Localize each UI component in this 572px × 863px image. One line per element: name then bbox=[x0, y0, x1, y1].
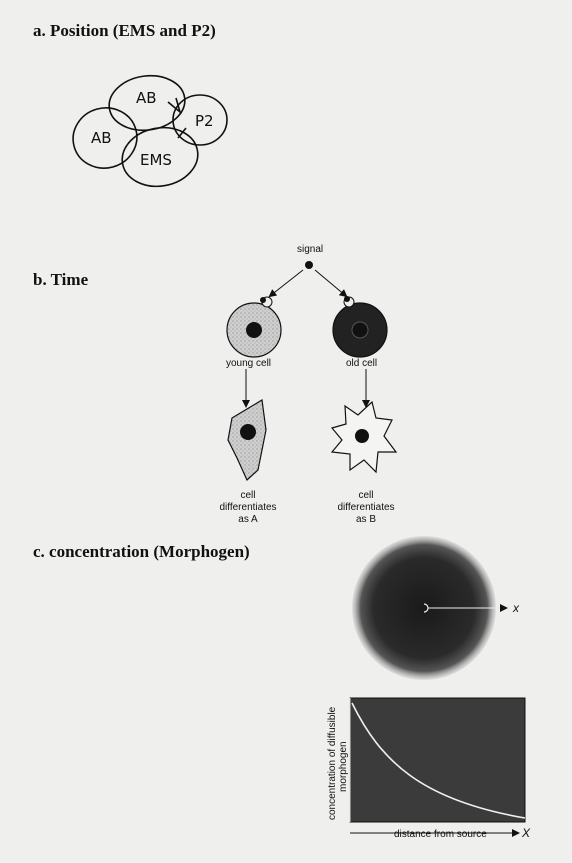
sketch-scribble bbox=[167, 97, 187, 139]
time-diagram bbox=[226, 261, 398, 481]
morphogen-blob bbox=[352, 536, 496, 680]
plot-y-label-line1: concentration of diffusible bbox=[327, 706, 338, 820]
cell-b-nucleus bbox=[355, 429, 369, 443]
plot-x-arrow-label: X bbox=[521, 826, 531, 840]
p2-label: P2 bbox=[195, 112, 214, 130]
cell-a-nucleus bbox=[240, 424, 256, 440]
ems-label: EMS bbox=[140, 151, 172, 169]
outcome-b-line1: cell bbox=[358, 490, 373, 501]
outcome-b-line2: differentiates bbox=[337, 502, 394, 513]
old-signal-bound bbox=[344, 296, 350, 302]
outcome-b-line3: as B bbox=[356, 514, 376, 525]
plot-y-label-line2: morphogen bbox=[338, 741, 349, 792]
young-nucleus bbox=[246, 322, 262, 338]
outcome-a-line3: as A bbox=[238, 514, 258, 525]
ab-label-top: AB bbox=[136, 89, 157, 107]
signal-label: signal bbox=[297, 244, 323, 255]
section-a-title: a. Position (EMS and P2) bbox=[33, 21, 216, 40]
concentration-plot bbox=[349, 697, 526, 837]
old-cell-label: old cell bbox=[346, 358, 377, 369]
arrow-to-old bbox=[314, 269, 348, 298]
plot-area bbox=[349, 697, 526, 823]
morphogen-gradient bbox=[352, 536, 508, 680]
decay-curve bbox=[351, 702, 526, 819]
outcome-a-line2: differentiates bbox=[219, 502, 276, 513]
young-cell-label: young cell bbox=[226, 358, 271, 369]
young-signal-bound bbox=[260, 297, 266, 303]
signal-dot bbox=[305, 261, 313, 269]
section-c-title: c. concentration (Morphogen) bbox=[33, 542, 250, 561]
ems-cell bbox=[121, 126, 199, 188]
old-nucleus bbox=[351, 321, 369, 339]
ab-cell-left bbox=[72, 107, 138, 169]
outcome-a-line1: cell bbox=[240, 490, 255, 501]
gradient-x-label: x bbox=[512, 601, 520, 615]
plot-x-label: distance from source bbox=[394, 829, 487, 840]
p2-cell bbox=[172, 94, 228, 146]
section-b-title: b. Time bbox=[33, 270, 89, 289]
position-sketch bbox=[72, 74, 228, 188]
arrow-to-young bbox=[268, 269, 304, 298]
ab-label-left: AB bbox=[91, 129, 112, 147]
cell-a-shape bbox=[227, 399, 267, 481]
